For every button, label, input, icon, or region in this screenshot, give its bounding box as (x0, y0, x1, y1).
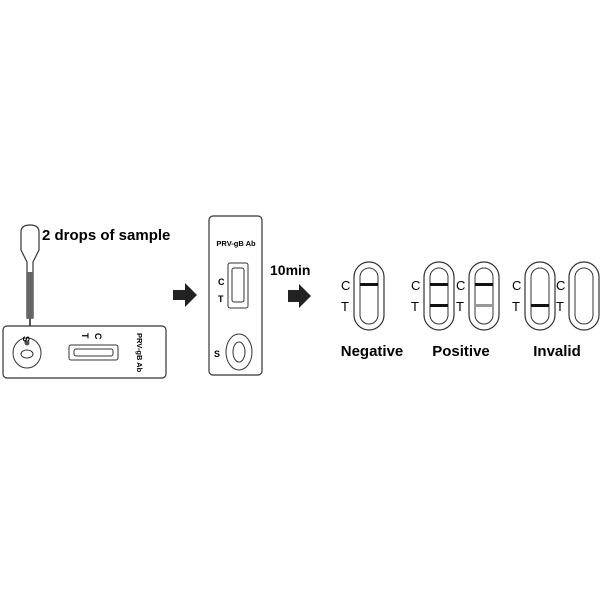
t-label: T (80, 333, 90, 339)
control-line (475, 283, 493, 286)
c-label: C (218, 277, 225, 287)
result-label-positive: Positive (432, 343, 490, 360)
strip-window (530, 267, 550, 325)
t-label: T (512, 299, 520, 314)
strip-outline (468, 261, 500, 331)
c-label: C (411, 278, 420, 293)
arrow-right-icon (288, 284, 311, 308)
c-label: C (556, 278, 565, 293)
arrow-right-icon (173, 283, 197, 307)
vertical-cassette: PRV-gB Ab C T S (208, 215, 263, 376)
test-line (475, 304, 493, 307)
t-label: T (411, 299, 419, 314)
control-line (360, 283, 378, 286)
instruction-text: 2 drops of sample (42, 227, 170, 244)
c-label: C (512, 278, 521, 293)
horizontal-cassette: S C T PRV-gB Ab (2, 325, 167, 379)
strip-window (574, 267, 594, 325)
wait-time: 10min (270, 262, 310, 278)
result-label-invalid: Invalid (533, 343, 581, 360)
test-line (531, 304, 549, 307)
control-line (430, 283, 448, 286)
strip-window (474, 267, 494, 325)
c-label: C (93, 333, 103, 340)
strip-outline (568, 261, 600, 331)
result-label-negative: Negative (341, 343, 404, 360)
s-label: S (21, 336, 31, 342)
strip-window (359, 267, 379, 325)
t-label: T (556, 299, 564, 314)
strip-window (429, 267, 449, 325)
t-label: T (218, 294, 224, 304)
test-line (430, 304, 448, 307)
strip-outline (353, 261, 385, 331)
t-label: T (456, 299, 464, 314)
s-label: S (214, 349, 220, 359)
product-label: PRV-gB Ab (135, 333, 144, 373)
product-label: PRV-gB Ab (216, 239, 256, 248)
strip-outline (423, 261, 455, 331)
t-label: T (341, 299, 349, 314)
strip-outline (524, 261, 556, 331)
c-label: C (456, 278, 465, 293)
c-label: C (341, 278, 350, 293)
